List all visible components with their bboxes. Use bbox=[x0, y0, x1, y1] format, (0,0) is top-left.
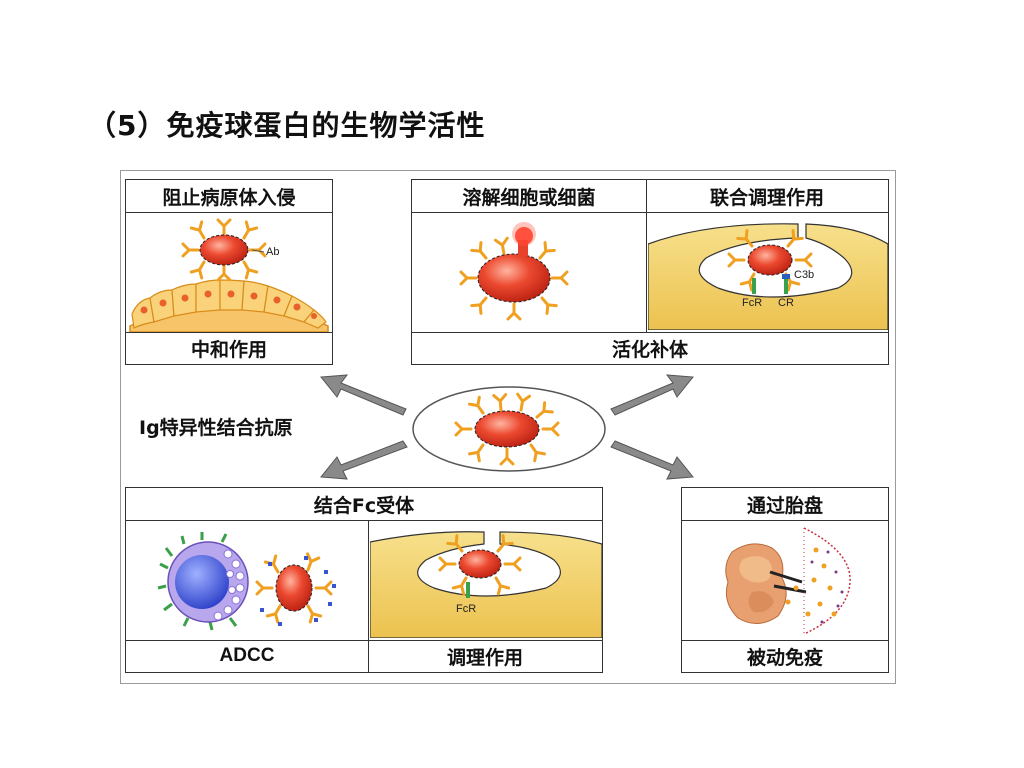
panel-fc-receptor-binding: 结合Fc受体 bbox=[125, 487, 603, 673]
epithelium-icon bbox=[129, 279, 329, 332]
nk-cell-icon bbox=[157, 532, 249, 631]
immunoglobulin-functions-figure: 阻止病原体入侵 bbox=[120, 170, 896, 684]
panel-complement-activation: 溶解细胞或细菌 联合调理作用 bbox=[411, 179, 889, 365]
panel-footer-right: 调理作用 bbox=[446, 646, 523, 669]
arrow-down-left-icon bbox=[320, 440, 408, 480]
receptor-icons bbox=[752, 274, 790, 294]
arrow-up-right-icon bbox=[610, 374, 694, 416]
arrow-up-left-icon bbox=[320, 374, 407, 416]
panel-footer: 中和作用 bbox=[190, 338, 267, 361]
placenta-illustration bbox=[725, 527, 851, 635]
opsonized-cell-icon bbox=[727, 229, 813, 292]
adcc-illustration bbox=[157, 532, 336, 631]
c3b-label: C3b bbox=[794, 269, 814, 281]
panel-placental-transfer: 通过胎盘 bbox=[681, 487, 889, 673]
fcr-label: FcR bbox=[456, 603, 476, 615]
panel-footer-left: ADCC bbox=[219, 645, 275, 666]
center-arrows-and-antigen bbox=[320, 374, 694, 480]
membrane-pore-icon bbox=[512, 222, 536, 256]
complement-opsonization-illustration: C3b FcR CR bbox=[648, 223, 888, 330]
neutralization-illustration: Ab bbox=[129, 218, 329, 332]
slide-title: （5）免疫球蛋白的生物学活性 bbox=[88, 109, 486, 142]
center-label: Ig特异性结合抗原 bbox=[139, 417, 293, 439]
cell-lysis-illustration bbox=[459, 222, 569, 321]
pathogen-with-antibodies-icon bbox=[181, 218, 267, 282]
panel-footer: 活化补体 bbox=[611, 338, 688, 361]
placental-membrane-icon bbox=[785, 527, 851, 635]
panel-neutralization: 阻止病原体入侵 bbox=[125, 179, 333, 365]
opsonization-illustration: FcR bbox=[370, 531, 602, 638]
fetus-icon bbox=[725, 543, 807, 624]
fcr-label: FcR bbox=[742, 297, 762, 309]
antigen-antibody-complex-icon bbox=[454, 392, 560, 466]
antibody-label: Ab bbox=[266, 246, 279, 258]
cr-label: CR bbox=[778, 297, 794, 309]
panel-header-right: 联合调理作用 bbox=[709, 186, 824, 209]
panel-footer: 被动免疫 bbox=[746, 646, 823, 669]
granule-icons bbox=[260, 556, 336, 626]
panel-header-left: 溶解细胞或细菌 bbox=[462, 186, 596, 209]
panel-header: 通过胎盘 bbox=[746, 494, 823, 517]
panel-header: 阻止病原体入侵 bbox=[162, 186, 296, 209]
arrow-down-right-icon bbox=[610, 440, 694, 480]
panel-header: 结合Fc受体 bbox=[313, 494, 415, 517]
target-cell-icon bbox=[255, 552, 333, 624]
